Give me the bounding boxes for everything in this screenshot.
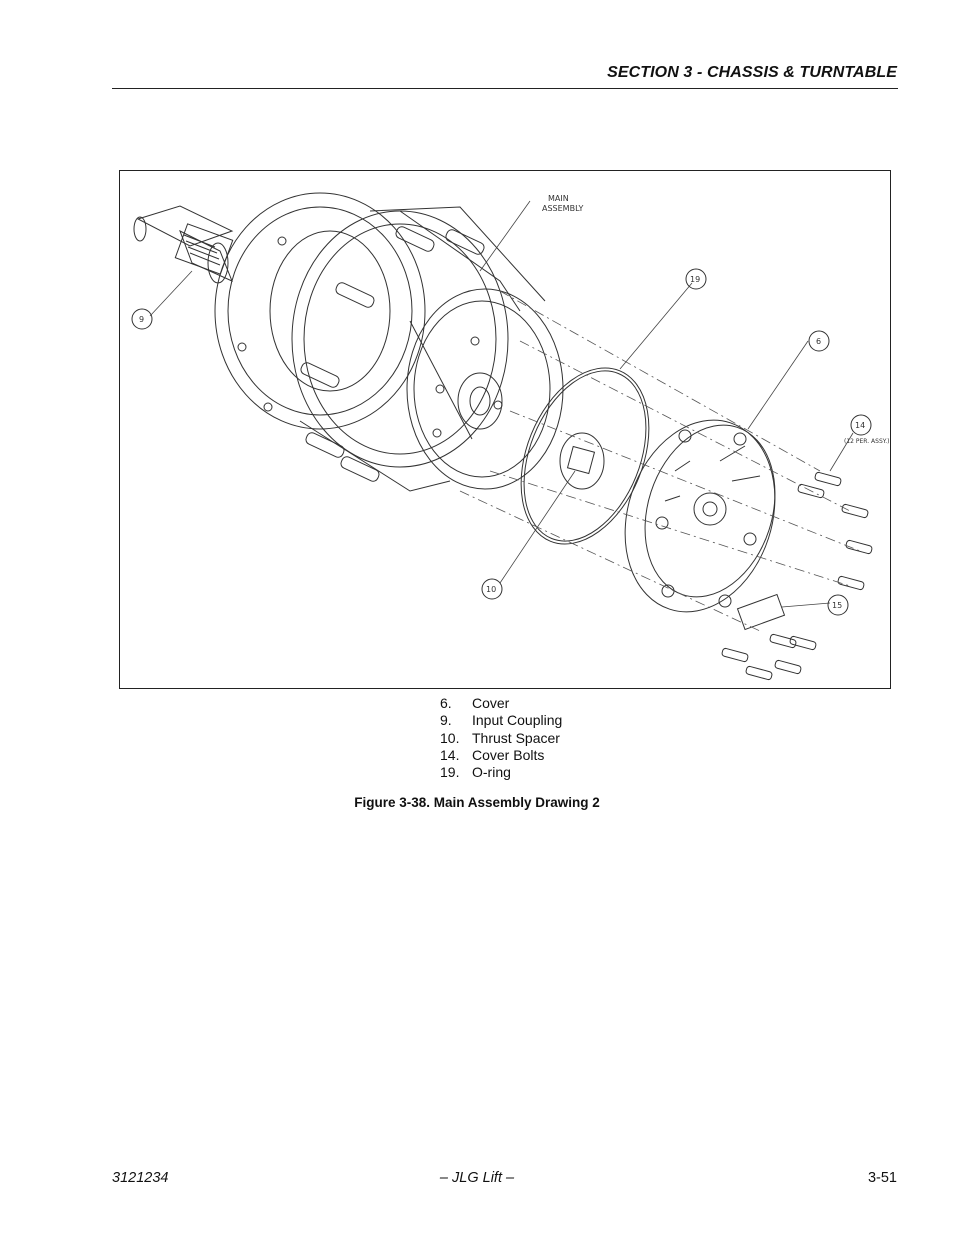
legend-item-label: Cover Bolts <box>472 746 545 763</box>
figure-caption: Figure 3-38. Main Assembly Drawing 2 <box>354 795 600 810</box>
legend-item-number: 9. <box>440 712 452 729</box>
legend-item: 10. Thrust Spacer <box>440 730 562 747</box>
legend-item-label: Input Coupling <box>472 712 563 729</box>
legend-item: 6. Cover <box>440 695 562 712</box>
legend-item: 19. O-ring <box>440 764 562 781</box>
callout-14-note: (12 PER. ASSY.) <box>844 438 889 445</box>
input-coupling-part <box>133 205 234 284</box>
cover-bolts-part <box>721 471 873 681</box>
legend-item-number: 19. <box>440 764 460 781</box>
page-number: 3-51 <box>867 1170 897 1186</box>
thrust-spacer-part <box>559 432 605 490</box>
callout-15-label: 15 <box>832 601 842 610</box>
figure-frame: MAIN ASSEMBLY 9 10 19 6 14 (12 PER. ASSY… <box>119 170 891 689</box>
callout-19-label: 19 <box>690 275 700 284</box>
section-title: SECTION 3 - CHASSIS & TURNTABLE <box>607 64 897 81</box>
callout-9-label: 9 <box>139 315 144 324</box>
o-ring-part <box>520 367 650 545</box>
main-assembly-drawing: MAIN ASSEMBLY 9 10 19 6 14 (12 PER. ASSY… <box>131 192 889 681</box>
legend-item-number: 14. <box>440 746 460 763</box>
callout-10-label: 10 <box>486 585 496 594</box>
callout-6-label: 6 <box>816 337 821 346</box>
footer-brand: – JLG Lift – <box>439 1170 515 1186</box>
main-assembly-label-line2: ASSEMBLY <box>542 204 583 213</box>
hub-rear-part <box>214 192 426 430</box>
legend-item-number: 10. <box>440 729 460 746</box>
legend-item-label: Thrust Spacer <box>472 729 560 746</box>
legend-item: 14. Cover Bolts <box>440 747 562 764</box>
document-number: 3121234 <box>112 1170 169 1186</box>
legend-item-label: O-ring <box>472 764 511 781</box>
main-assembly-label-line1: MAIN <box>548 194 569 203</box>
legend-item-number: 6. <box>440 695 452 711</box>
header-divider <box>112 88 898 89</box>
main-housing-part <box>291 206 564 492</box>
legend-item: 9. Input Coupling <box>440 712 562 729</box>
parts-legend: 6. Cover 9. Input Coupling 10. Thrust Sp… <box>440 695 562 781</box>
legend-item-label: Cover <box>472 695 510 711</box>
callout-14-label: 14 <box>855 421 865 430</box>
